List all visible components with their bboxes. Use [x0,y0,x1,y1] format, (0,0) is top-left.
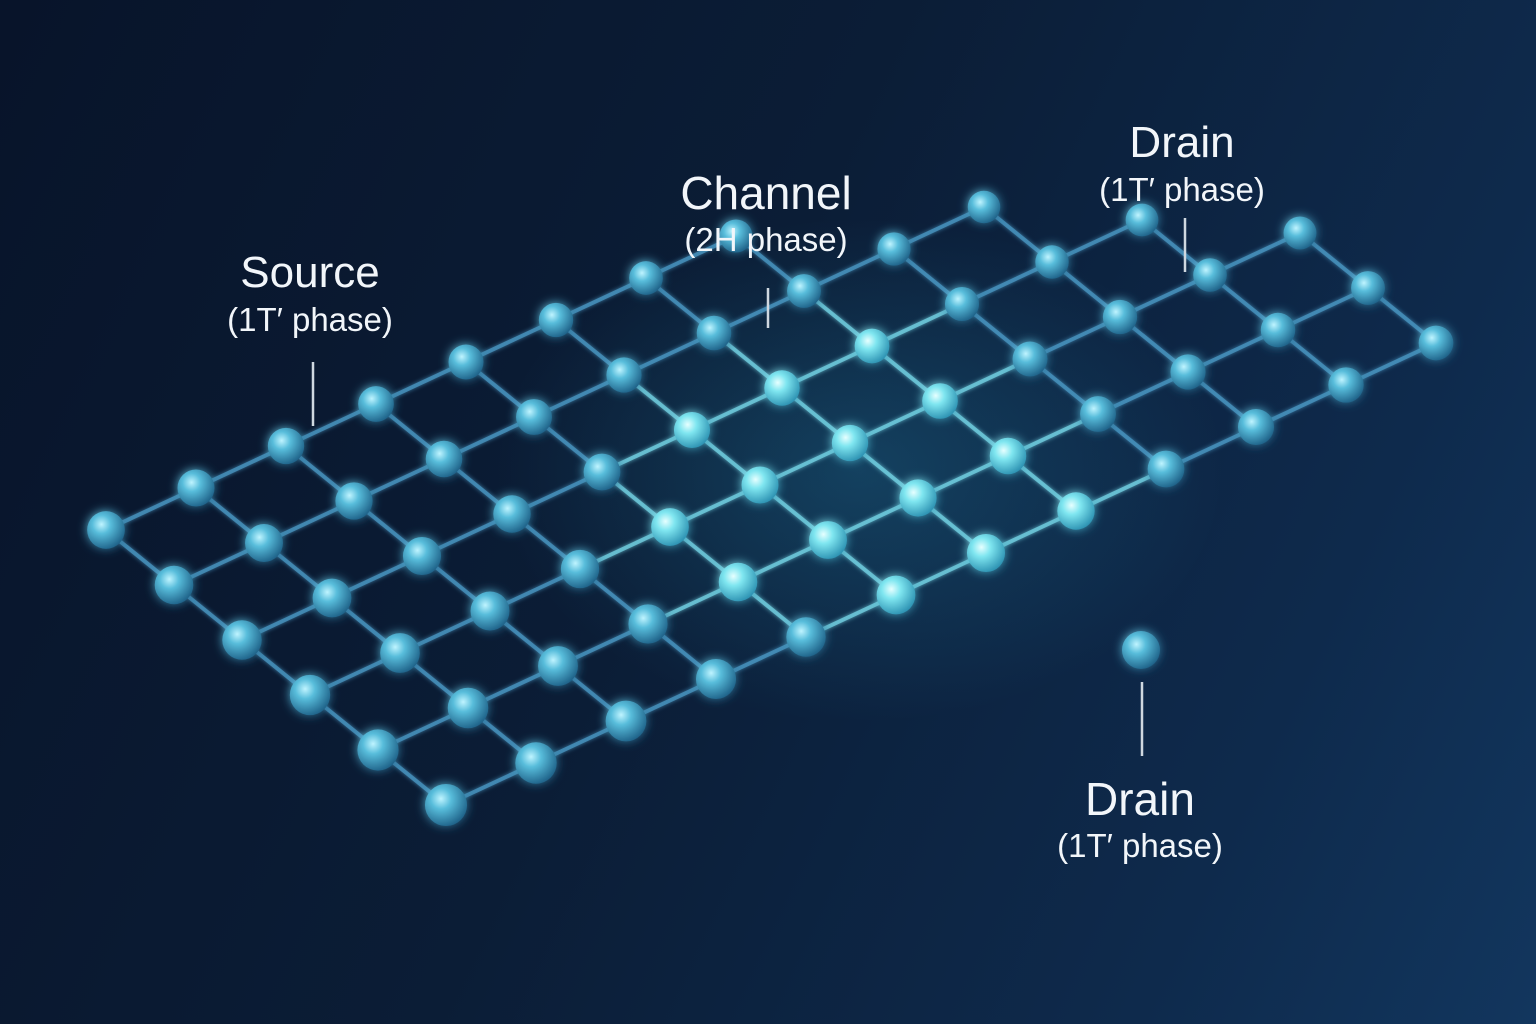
atom [1170,354,1206,390]
atom [989,437,1027,475]
source-phase: (1T′ phase) [227,301,393,338]
atom [696,315,732,351]
atom [289,674,331,716]
atom [1260,312,1296,348]
atom [1147,450,1185,488]
atom [922,383,958,419]
atom [764,370,800,406]
drain-top-label: Drain (1T′ phase) [1099,116,1265,210]
atom [560,549,600,589]
atom [606,357,642,393]
atom [470,591,510,631]
atom [695,658,737,700]
leader-lines [311,218,1187,756]
atom [877,232,911,266]
atom [1012,341,1048,377]
atom [967,190,1001,224]
atom [809,521,847,559]
atom [629,261,663,295]
atom [1035,245,1069,279]
source-label: Source (1T′ phase) [227,246,393,340]
atom [583,453,621,491]
atom [966,533,1006,573]
atom [899,479,937,517]
atom [538,302,574,338]
drain-atom [1122,631,1160,669]
atom [831,424,869,462]
atom [718,562,758,602]
atom [1080,396,1116,432]
atom [358,386,394,422]
atom [335,482,373,520]
atom [1328,367,1364,403]
channel-label: Channel (2H phase) [680,166,851,260]
atom [1237,408,1275,446]
atom [515,742,557,784]
atom [651,508,689,546]
drain-bottom-label: Drain (1T′ phase) [1057,772,1223,866]
atom [267,427,305,465]
atom [424,783,468,827]
drain-bottom-title: Drain [1085,773,1195,825]
drain-top-title: Drain [1129,118,1235,167]
atom [628,604,668,644]
atom [357,729,399,771]
atom [786,617,826,657]
atom [876,575,916,615]
atom [245,524,283,562]
atom [447,687,489,729]
atom [425,440,463,478]
atom [493,495,531,533]
atom [673,411,711,449]
atom [854,328,890,364]
atom [1351,271,1385,305]
atom [402,536,442,576]
atom [380,633,420,673]
atom [741,466,779,504]
atom [154,565,194,605]
channel-phase: (2H phase) [684,221,848,258]
atom [312,578,352,618]
atom [1283,216,1317,250]
atom [787,274,821,308]
atom [1418,325,1454,361]
atom [605,700,647,742]
atom [1057,492,1095,530]
atom [87,511,125,549]
atom [719,219,753,253]
atom-layer [87,190,1454,827]
atom [516,399,552,435]
atom [448,344,484,380]
atom [222,620,262,660]
atom [944,286,980,322]
atom [1193,258,1227,292]
atom [177,469,215,507]
drain-top-phase: (1T′ phase) [1099,171,1265,208]
channel-title: Channel [680,167,852,219]
drain-bottom-phase: (1T′ phase) [1057,827,1223,864]
atom [1125,203,1159,237]
atom [538,646,578,686]
source-title: Source [240,248,380,297]
atom [1102,299,1138,335]
